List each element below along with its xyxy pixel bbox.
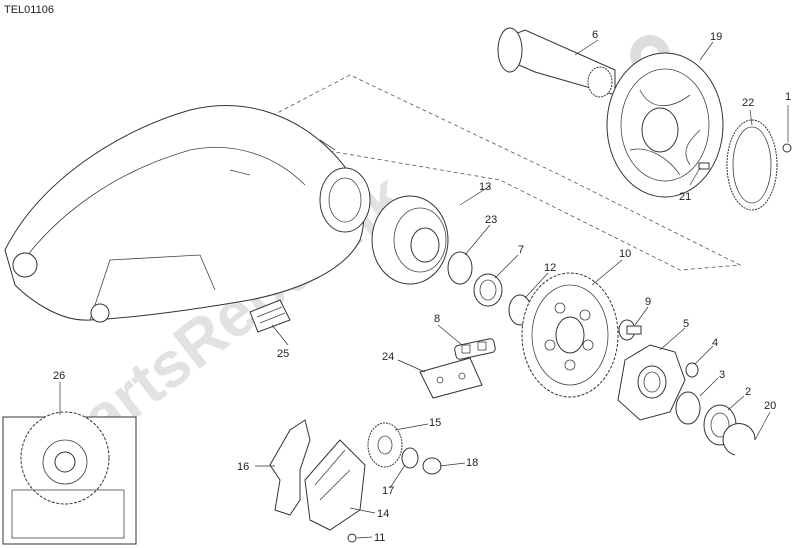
callout-24: 24: [382, 351, 394, 363]
hub-eccentric: [371, 195, 449, 285]
rear-axle: [497, 27, 616, 98]
callout-26: 26: [53, 370, 65, 382]
callout-15: 15: [429, 417, 441, 429]
screw: [782, 143, 792, 153]
callout-20: 20: [764, 400, 776, 412]
callout-22: 22: [742, 97, 754, 109]
abs-tone-ring: [726, 119, 778, 211]
assembly-outline: [233, 74, 742, 271]
callout-12: 12: [544, 262, 556, 274]
bolt: [698, 162, 710, 170]
callout-6: 6: [592, 29, 598, 41]
stud: [618, 319, 642, 341]
snap-ring: [722, 423, 756, 456]
callout-19: 19: [710, 31, 722, 43]
callout-9: 9: [645, 296, 651, 308]
washer: [401, 447, 419, 469]
inset-detail: [2, 411, 137, 545]
seal-ring: [447, 251, 473, 285]
callout-4: 4: [712, 337, 718, 349]
callout-3: 3: [719, 369, 725, 381]
callout-1: 1: [785, 91, 791, 103]
callout-11: 11: [374, 532, 385, 544]
callout-21: 21: [679, 191, 691, 203]
sprocket-carrier: [617, 344, 686, 421]
callout-2: 2: [745, 386, 751, 398]
callout-labels: 1 2 3 4 5 6 7 8 9 10 11 12 13 14 15 16 1…: [53, 29, 791, 544]
callout-8: 8: [434, 313, 440, 325]
spacer: [473, 273, 503, 307]
callout-18: 18: [466, 457, 478, 469]
callout-10: 10: [619, 248, 631, 260]
front-sprocket: [367, 422, 403, 468]
callout-25: 25: [277, 348, 289, 360]
sprocket-nut: [422, 457, 442, 475]
callout-17: 17: [382, 485, 394, 497]
leader-lines: [59, 39, 789, 539]
callout-5: 5: [683, 318, 689, 330]
swingarm: [4, 105, 371, 323]
chain-links: [454, 338, 496, 360]
chain-guide: [269, 419, 311, 516]
sprocket-cover: [304, 439, 366, 531]
callout-23: 23: [485, 214, 497, 226]
callout-7: 7: [518, 244, 524, 256]
brake-disc: [606, 52, 724, 198]
callout-14: 14: [377, 508, 389, 520]
cover-screw: [347, 533, 357, 543]
chain-adjuster-plate: [419, 357, 483, 399]
o-ring: [675, 391, 701, 425]
rear-sprocket: [521, 272, 619, 398]
drawing-code: TEL01106: [4, 4, 54, 16]
nut: [685, 362, 699, 378]
callout-13: 13: [479, 181, 491, 193]
callout-16: 16: [237, 461, 249, 473]
label-sticker: [249, 299, 291, 333]
